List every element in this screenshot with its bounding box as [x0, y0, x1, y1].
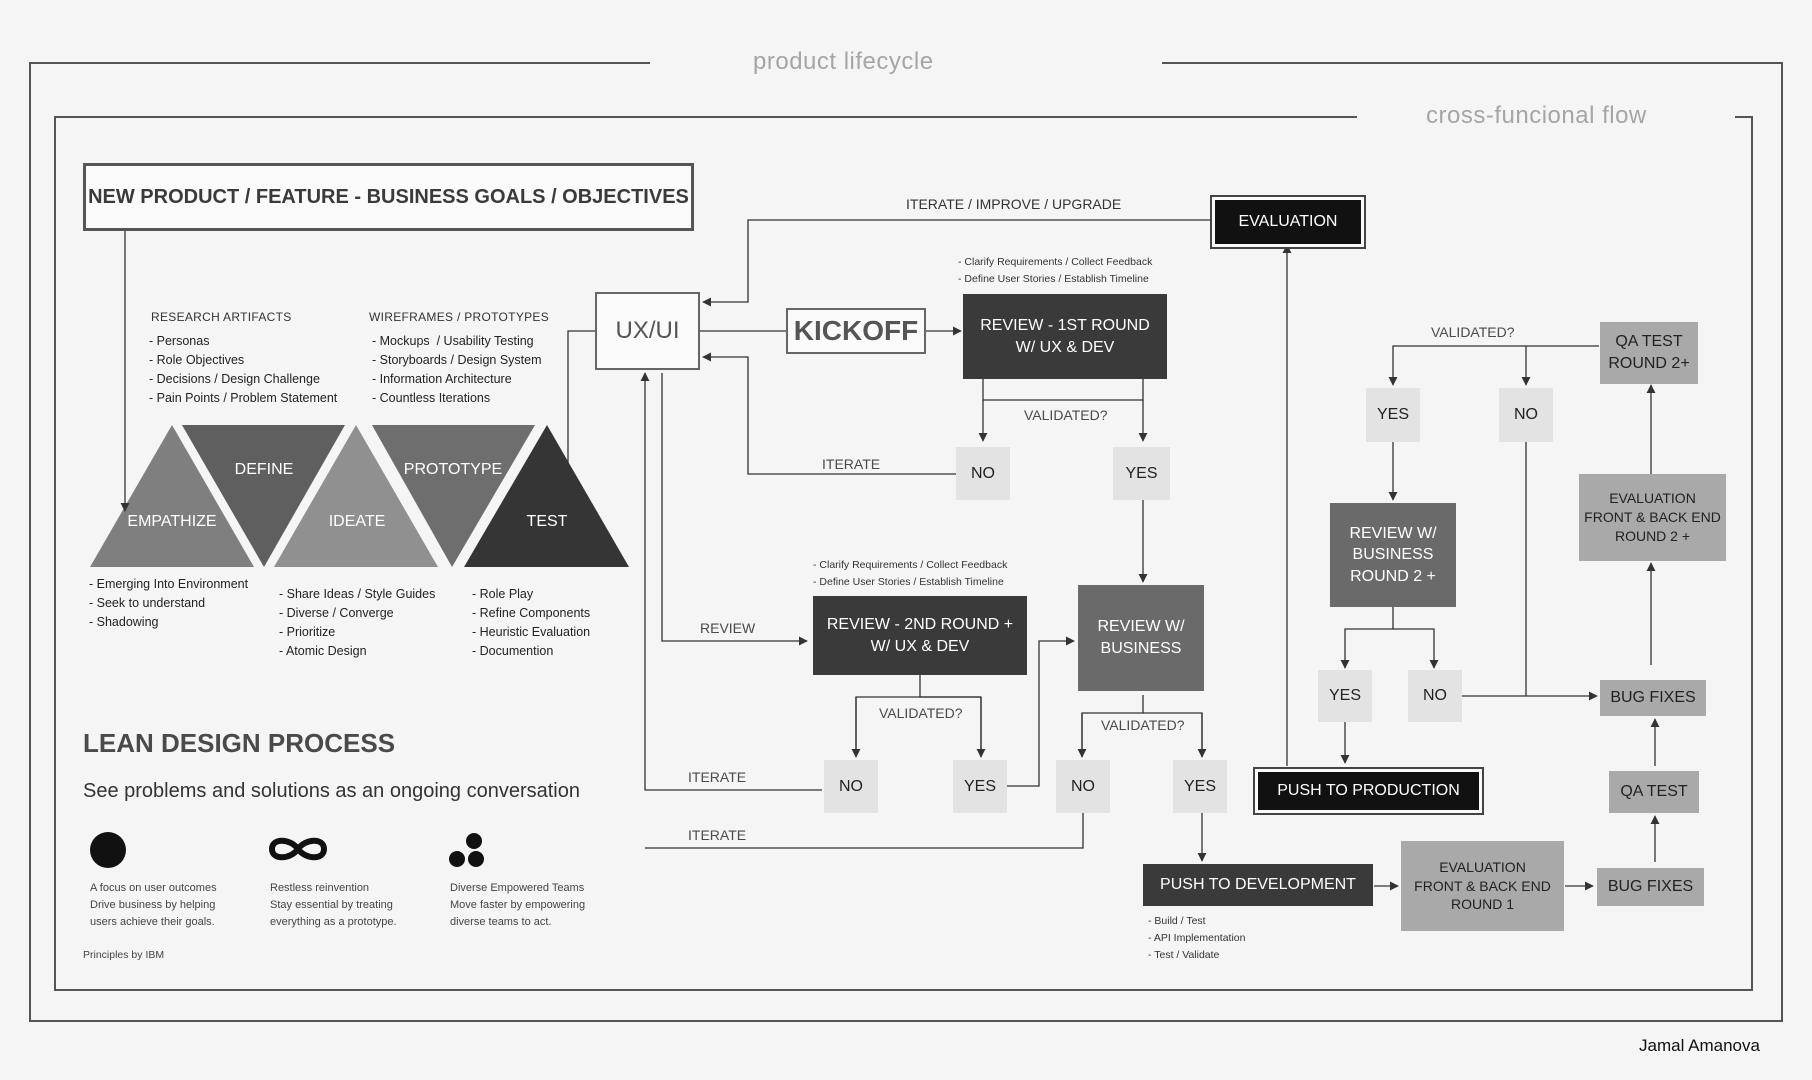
no-box-3: NO — [1056, 760, 1110, 813]
review-business-box: REVIEW W/ BUSINESS — [1078, 585, 1204, 691]
label-prototype: PROTOTYPE — [403, 461, 503, 478]
dot-icon — [90, 832, 126, 868]
no-box-2: NO — [824, 760, 878, 813]
test-list: - Role Play - Refine Components - Heuris… — [472, 587, 591, 658]
yes-box-3: YES — [1173, 760, 1227, 813]
research-heading: RESEARCH ARTIFACTS — [151, 310, 292, 324]
qa-test-box-1: QA TEST — [1609, 771, 1699, 813]
triangle-empathize — [90, 425, 254, 567]
qa-test-round2-box: QA TEST ROUND 2+ — [1600, 322, 1698, 384]
triangle-ideate — [274, 425, 438, 567]
product-lifecycle-frame — [29, 62, 1783, 1022]
review1-box: REVIEW - 1ST ROUND W/ UX & DEV — [963, 294, 1167, 379]
review2-box: REVIEW - 2ND ROUND + W/ UX & DEV — [813, 596, 1027, 675]
bug-fixes-box-1: BUG FIXES — [1597, 868, 1704, 906]
triangle-prototype — [372, 425, 535, 567]
design-thinking-triangles — [90, 425, 629, 567]
goals-box: NEW PRODUCT / FEATURE - BUSINESS GOALS /… — [83, 163, 694, 231]
label-define: DEFINE — [234, 461, 294, 478]
cross-functional-title: cross-funcional flow — [1426, 102, 1647, 129]
yes-box-2: YES — [953, 760, 1007, 813]
cross-functional-frame — [54, 116, 1753, 991]
push-dev-box: PUSH TO DEVELOPMENT — [1143, 864, 1373, 906]
label-test: TEST — [526, 513, 568, 530]
principle-teams: Diverse Empowered Teams Move faster by e… — [450, 882, 586, 928]
author-credit: Jamal Amanova — [1639, 1036, 1760, 1055]
validated-label-1: VALIDATED? — [1024, 407, 1108, 423]
principles-credit: Principles by IBM — [83, 949, 165, 961]
empathize-list: - Emerging Into Environment - Seek to un… — [89, 577, 249, 629]
wireframes-list: - Mockups / Usability Testing - Storyboa… — [372, 334, 542, 405]
label-empathize: EMPATHIZE — [127, 513, 217, 530]
infinity-icon — [268, 837, 328, 861]
principle-outcomes: A focus on user outcomes Drive business … — [90, 882, 217, 928]
eval-round1-box: EVALUATION FRONT & BACK END ROUND 1 — [1401, 841, 1564, 931]
yes-box-5: YES — [1318, 670, 1372, 722]
ideate-list: - Share Ideas / Style Guides - Diverse /… — [279, 587, 436, 658]
product-lifecycle-title: product lifecycle — [753, 48, 934, 75]
iterate-label-1: ITERATE — [822, 456, 881, 472]
yes-box-4: YES — [1366, 388, 1420, 442]
lean-title: LEAN DESIGN PROCESS — [83, 728, 396, 758]
connector-lines — [120, 219, 1660, 891]
review2-notes: - Clarify Requirements / Collect Feedbac… — [813, 559, 1008, 588]
label-ideate: IDEATE — [328, 513, 386, 530]
validated-label-2: VALIDATED? — [879, 705, 963, 721]
team-dots-icon — [449, 833, 484, 867]
no-box-1: NO — [956, 447, 1010, 500]
wireframes-heading: WIREFRAMES / PROTOTYPES — [369, 310, 550, 324]
review-business-round2-box: REVIEW W/ BUSINESS ROUND 2 + — [1330, 503, 1456, 607]
triangle-test — [464, 425, 629, 567]
validated-label-4: VALIDATED? — [1431, 324, 1515, 340]
yes-box-1: YES — [1113, 447, 1170, 500]
no-box-4: NO — [1499, 388, 1553, 442]
research-list: - Personas - Role Objectives - Decisions… — [149, 334, 338, 405]
kickoff-box: KICKOFF — [786, 308, 926, 354]
iterate-label-2: ITERATE — [688, 769, 747, 785]
evaluation-box: EVALUATION — [1210, 195, 1366, 249]
lean-subtitle: See problems and solutions as an ongoing… — [83, 780, 580, 802]
dev-notes: - Build / Test - API Implementation - Te… — [1148, 915, 1246, 961]
push-prod-box: PUSH TO PRODUCTION — [1253, 767, 1484, 815]
review1-notes: - Clarify Requirements / Collect Feedbac… — [958, 256, 1153, 285]
uxui-box: UX/UI — [595, 292, 700, 370]
principle-reinvention: Restless reinvention Stay essential by t… — [270, 882, 397, 928]
iterate-label-3: ITERATE — [688, 827, 747, 843]
eval-round2-box: EVALUATION FRONT & BACK END ROUND 2 + — [1579, 474, 1726, 561]
triangle-define — [182, 425, 345, 567]
bug-fixes-box-2: BUG FIXES — [1600, 680, 1706, 716]
validated-label-3: VALIDATED? — [1101, 717, 1185, 733]
iterate-improve-label: ITERATE / IMPROVE / UPGRADE — [906, 196, 1122, 212]
no-box-5: NO — [1408, 670, 1462, 722]
review-label: REVIEW — [700, 620, 756, 636]
